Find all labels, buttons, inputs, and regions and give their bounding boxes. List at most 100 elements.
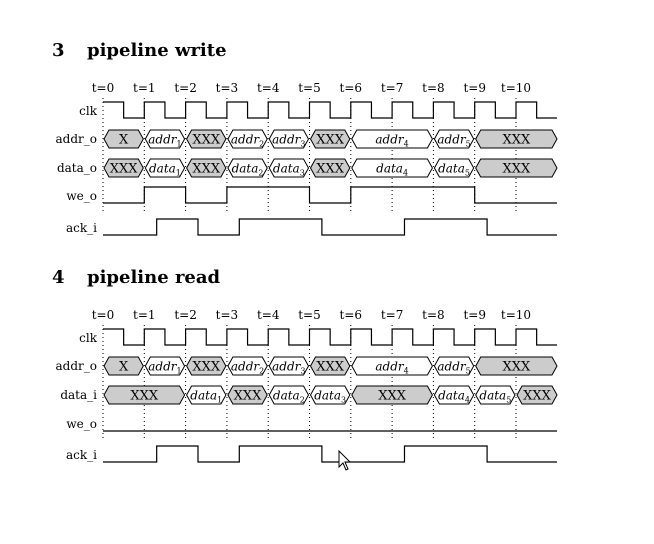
signal-name-ack-i: ack_i — [66, 448, 97, 462]
bus-segment-label: XXX — [234, 389, 263, 404]
bus-segment — [186, 356, 227, 376]
bus-segment-label: data1 — [190, 389, 222, 405]
time-label: t=8 — [422, 308, 445, 322]
signal-name-we-o: we_o — [66, 417, 97, 431]
bus-segment — [309, 356, 351, 376]
section-heading-write: 3 pipeline write — [52, 40, 227, 61]
time-label: t=0 — [92, 308, 115, 322]
bus-segment-label: addr4 — [375, 360, 408, 376]
digital-waveform — [103, 218, 557, 236]
time-label: t=6 — [340, 308, 363, 322]
bus-segment-label: addr3 — [272, 360, 305, 376]
bus-segment — [144, 129, 186, 149]
bus-segment — [268, 356, 310, 376]
time-label: t=3 — [216, 81, 239, 95]
bus-segment — [186, 129, 227, 149]
bus-segment — [103, 129, 144, 149]
bus-segment — [351, 356, 433, 376]
mouse-cursor-icon — [338, 450, 352, 471]
bus-segment — [351, 129, 433, 149]
bus-segment — [268, 158, 310, 178]
signal-name-addr-o: addr_o — [56, 359, 97, 373]
bus-segment-label: data3 — [273, 162, 305, 178]
bus-segment — [433, 385, 475, 405]
time-label: t=4 — [257, 308, 280, 322]
signal-name-clk: clk — [79, 331, 98, 345]
bus-segment — [475, 158, 558, 178]
signal-name-addr-o: addr_o — [56, 132, 97, 146]
time-label: t=9 — [463, 81, 486, 95]
time-label: t=1 — [133, 81, 156, 95]
bus-segment-label: addr5 — [437, 360, 470, 376]
bus-segment-label: data2 — [273, 389, 305, 405]
bus-segment-label: data3 — [314, 389, 346, 405]
bus-segment-label: XXX — [192, 162, 221, 177]
bus-segment-label: data5 — [438, 162, 470, 178]
time-label: t=10 — [501, 81, 531, 95]
time-label: t=0 — [92, 81, 115, 95]
section-title: pipeline write — [87, 40, 227, 61]
time-label: t=8 — [422, 81, 445, 95]
bus-segment — [309, 129, 351, 149]
time-label: t=6 — [340, 81, 363, 95]
bus-segment-label: X — [119, 133, 129, 148]
bus-segment — [103, 385, 186, 405]
section-number: 3 — [52, 40, 65, 61]
bus-segment — [475, 129, 558, 149]
bus-segment-label: XXX — [130, 389, 159, 404]
bus-segment-label: addr2 — [231, 360, 264, 376]
bus-segment — [227, 129, 268, 149]
bus-segment — [309, 385, 351, 405]
section-heading-read: 4 pipeline read — [52, 267, 220, 288]
bus-segment-label: data5 — [479, 389, 511, 405]
bus-segment — [103, 158, 144, 178]
bus-segment-label: XXX — [502, 133, 531, 148]
bus-segment-label: XXX — [110, 162, 139, 177]
clock-waveform — [103, 101, 557, 119]
time-label: t=7 — [381, 81, 404, 95]
bus-segment — [268, 129, 310, 149]
bus-segment-label: X — [119, 360, 129, 375]
bus-segment-label: XXX — [316, 133, 345, 148]
bus-segment-label: XXX — [192, 133, 221, 148]
bus-segment-label: XXX — [502, 162, 531, 177]
bus-segment-label: addr4 — [375, 133, 408, 149]
time-label: t=2 — [174, 81, 197, 95]
digital-waveform — [103, 445, 557, 463]
bus-segment — [227, 356, 268, 376]
time-label: t=3 — [216, 308, 239, 322]
bus-segment — [433, 356, 475, 376]
time-label: t=5 — [298, 308, 321, 322]
waveform-section-1: t=0 t=1 t=2 t=3 t=4 t=5 t=6 t=7 t=8 t=9 t=10 clk add… — [56, 81, 558, 236]
signal-name-ack-i: ack_i — [66, 221, 97, 235]
section-number: 4 — [52, 267, 65, 288]
bus-segment — [309, 158, 351, 178]
bus-segment — [103, 356, 144, 376]
bus-segment — [144, 158, 186, 178]
bus-segment-label: XXX — [378, 389, 407, 404]
bus-segment — [227, 385, 268, 405]
bus-segment-label: XXX — [316, 360, 345, 375]
bus-segment — [351, 158, 433, 178]
bus-segment — [516, 385, 558, 405]
time-label: t=2 — [174, 308, 197, 322]
bus-segment-label: addr3 — [272, 133, 305, 149]
bus-segment — [186, 158, 227, 178]
time-label: t=5 — [298, 81, 321, 95]
digital-waveform — [103, 186, 557, 204]
bus-segment-label: addr2 — [231, 133, 264, 149]
bus-segment — [186, 385, 227, 405]
time-label: t=9 — [463, 308, 486, 322]
bus-segment-label: data4 — [438, 389, 470, 405]
time-label: t=4 — [257, 81, 280, 95]
signal-name-clk: clk — [79, 104, 98, 118]
bus-segment-label: XXX — [316, 162, 345, 177]
section-title: pipeline read — [87, 267, 221, 288]
signal-name-data-i: data_i — [60, 388, 97, 402]
bus-segment — [144, 356, 186, 376]
bus-segment-label: data2 — [232, 162, 264, 178]
bus-segment-label: XXX — [192, 360, 221, 375]
bus-segment — [475, 356, 558, 376]
